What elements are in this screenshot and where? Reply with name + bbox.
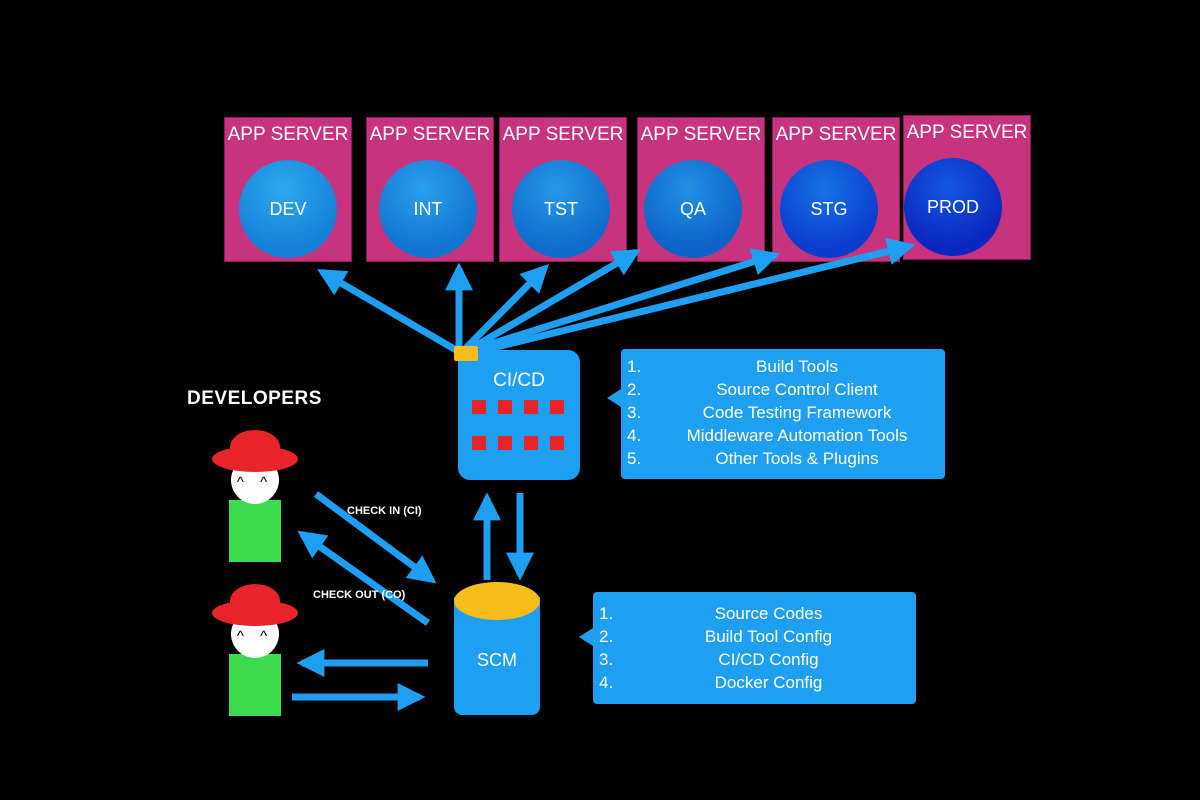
- cicd-led: [498, 436, 512, 450]
- app-server-qa: APP SERVER QA: [637, 117, 765, 262]
- cicd-tools-callout: 1. Build Tools 2. Source Control Client …: [607, 349, 945, 479]
- list-item: 4. Middleware Automation Tools: [627, 426, 908, 445]
- cicd-led: [472, 436, 486, 450]
- developer-face: ^ ^: [236, 474, 274, 491]
- developer-body: [229, 654, 281, 716]
- app-server-int: APP SERVER INT: [366, 117, 494, 262]
- cicd-port-indicator: [454, 346, 478, 361]
- list-item: 2. Source Control Client: [627, 380, 878, 399]
- env-circle-dev: DEV: [239, 160, 337, 258]
- developers-heading: DEVELOPERS: [187, 388, 322, 409]
- app-server-title: APP SERVER: [502, 124, 624, 145]
- env-circle-tst: TST: [512, 160, 610, 258]
- developer-face: ^ ^: [236, 628, 274, 645]
- list-item: 4. Docker Config: [599, 673, 823, 692]
- hat-brim: [212, 600, 298, 626]
- deploy-arrow-stg: [476, 248, 781, 352]
- app-server-stg: APP SERVER STG: [772, 117, 900, 262]
- callout-tail: [579, 628, 593, 646]
- scm-contents-callout: 1. Source Codes 2. Build Tool Config 3. …: [579, 592, 916, 704]
- cicd-led: [498, 400, 512, 414]
- list-item: 2. Build Tool Config: [599, 627, 833, 646]
- app-server-title: APP SERVER: [227, 124, 349, 145]
- deploy-arrow-prod: [483, 237, 916, 354]
- app-server-title: APP SERVER: [640, 124, 762, 145]
- list-item: 5. Other Tools & Plugins: [627, 449, 879, 468]
- list-item: 1. Source Codes: [599, 604, 823, 623]
- app-server-dev: APP SERVER DEV: [224, 117, 352, 262]
- env-circle-int: INT: [379, 160, 477, 258]
- list-item: 3. CI/CD Config: [599, 650, 819, 669]
- developer-body: [229, 500, 281, 562]
- cicd-led: [550, 436, 564, 450]
- cicd-led: [472, 400, 486, 414]
- env-circle-prod: PROD: [904, 158, 1002, 256]
- app-server-prod: APP SERVER PROD: [903, 115, 1031, 260]
- cicd-led: [550, 400, 564, 414]
- env-circle-stg: STG: [780, 160, 878, 258]
- cicd-led: [524, 436, 538, 450]
- scm-repository-top: [454, 582, 540, 620]
- scm-label: SCM: [477, 650, 517, 670]
- deploy-arrow-tst: [463, 264, 549, 351]
- app-server-tst: APP SERVER TST: [499, 117, 627, 262]
- hat-brim: [212, 446, 298, 472]
- check-in-label: CHECK IN (CI): [347, 505, 422, 517]
- cicd-server: CI/CD: [454, 346, 580, 480]
- list-item: 1. Build Tools: [627, 357, 838, 376]
- app-server-title: APP SERVER: [775, 124, 897, 145]
- cicd-label: CI/CD: [493, 370, 545, 391]
- env-circle-qa: QA: [644, 160, 742, 258]
- callout-tail: [607, 389, 621, 407]
- deploy-arrow-dev: [317, 268, 458, 354]
- check-out-arrow: [297, 530, 431, 626]
- app-server-title: APP SERVER: [369, 124, 491, 145]
- list-item: 3. Code Testing Framework: [627, 403, 892, 422]
- check-in-arrow: [313, 491, 437, 584]
- app-server-title: APP SERVER: [906, 122, 1028, 143]
- deploy-arrow-qa: [470, 248, 641, 352]
- check-out-label: CHECK OUT (CO): [313, 589, 406, 601]
- cicd-led: [524, 400, 538, 414]
